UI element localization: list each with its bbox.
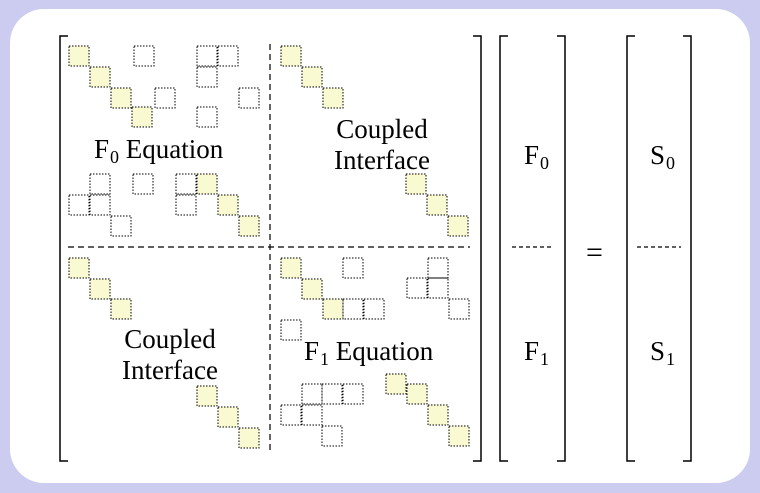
matrix-right-bracket [473, 35, 482, 462]
filled-matrix-cell [89, 278, 111, 300]
empty-matrix-cell [217, 45, 239, 67]
unknown-f1-symbol: F [524, 336, 540, 366]
empty-matrix-cell [427, 257, 449, 279]
f0-symbol: F [94, 134, 110, 164]
unknown-f1-subscript: 1 [540, 349, 550, 369]
filled-matrix-cell [447, 215, 469, 237]
filled-matrix-cell [217, 194, 239, 216]
filled-matrix-cell [110, 298, 132, 320]
unknown-vector-left-bracket [499, 35, 508, 462]
empty-matrix-cell [342, 257, 364, 279]
rhs-s1-symbol: S [650, 336, 666, 366]
filled-matrix-cell [68, 257, 90, 279]
filled-matrix-cell [301, 278, 323, 300]
filled-matrix-cell [301, 66, 323, 88]
empty-matrix-cell [321, 425, 343, 447]
filled-matrix-cell [238, 427, 260, 449]
filled-matrix-cell [280, 45, 302, 67]
unknown-f0-subscript: 0 [540, 153, 550, 173]
empty-matrix-cell [175, 173, 197, 195]
f0-equation-label: F0 Equation [94, 134, 223, 168]
empty-matrix-cell [301, 383, 323, 405]
matrix-left-bracket [59, 35, 68, 462]
empty-matrix-cell [406, 277, 428, 299]
empty-matrix-cell [280, 404, 302, 426]
f1-subscript: 1 [320, 349, 330, 369]
empty-matrix-cell [196, 45, 218, 67]
unknown-vector-right-bracket [557, 35, 566, 462]
equals-sign: = [586, 236, 603, 269]
filled-matrix-cell [448, 425, 470, 447]
empty-matrix-cell [301, 404, 323, 426]
rhs-s0: S0 [650, 140, 675, 174]
empty-matrix-cell [133, 45, 155, 67]
filled-matrix-cell [89, 66, 111, 88]
empty-matrix-cell [132, 173, 154, 195]
empty-matrix-cell [363, 298, 385, 320]
filled-matrix-cell [322, 298, 344, 320]
empty-matrix-cell [175, 194, 197, 216]
coupled-interface-top-line1: Coupled [336, 114, 428, 144]
empty-matrix-cell [238, 87, 260, 109]
filled-matrix-cell [322, 87, 344, 109]
coupled-interface-top-label: Coupled Interface [320, 114, 444, 176]
empty-matrix-cell [448, 298, 470, 320]
filled-matrix-cell [68, 45, 90, 67]
filled-matrix-cell [110, 87, 132, 109]
coupled-interface-bottom-label: Coupled Interface [108, 324, 232, 386]
rhs-s0-symbol: S [650, 140, 666, 170]
filled-matrix-cell [196, 385, 218, 407]
filled-matrix-cell [238, 215, 260, 237]
unknown-f0: F0 [524, 140, 549, 174]
rhs-vector-left-bracket [626, 35, 635, 462]
filled-matrix-cell [405, 173, 427, 195]
f0-subscript: 0 [110, 147, 120, 167]
unknown-f0-symbol: F [524, 140, 540, 170]
filled-matrix-cell [427, 404, 449, 426]
empty-matrix-cell [427, 277, 449, 299]
empty-matrix-cell [342, 298, 364, 320]
filled-matrix-cell [385, 373, 407, 395]
empty-matrix-cell [89, 173, 111, 195]
empty-matrix-cell [321, 383, 343, 405]
rhs-s1-subscript: 1 [666, 349, 676, 369]
filled-matrix-cell [217, 406, 239, 428]
empty-matrix-cell [89, 194, 111, 216]
filled-matrix-cell [280, 257, 302, 279]
f1-symbol: F [304, 336, 320, 366]
empty-matrix-cell [342, 383, 364, 405]
empty-matrix-cell [154, 87, 176, 109]
empty-matrix-cell [196, 66, 218, 88]
empty-matrix-cell [110, 215, 132, 237]
filled-matrix-cell [131, 106, 153, 128]
coupled-interface-top-line2: Interface [334, 145, 430, 176]
filled-matrix-cell [196, 173, 218, 195]
empty-matrix-cell [196, 106, 218, 128]
empty-matrix-cell [280, 319, 302, 341]
coupled-interface-bottom-line2: Interface [122, 355, 218, 386]
empty-matrix-cell [68, 194, 90, 216]
rhs-s1: S1 [650, 336, 675, 370]
unknown-f1: F1 [524, 336, 549, 370]
rhs-s0-subscript: 0 [666, 153, 676, 173]
f0-word: Equation [125, 134, 224, 164]
sparsity-pattern [68, 45, 470, 449]
f1-equation-label: F1 Equation [304, 336, 433, 370]
rhs-vector-right-bracket [683, 35, 692, 462]
filled-matrix-cell [426, 194, 448, 216]
coupled-interface-bottom-line1: Coupled [124, 324, 216, 354]
filled-matrix-cell [406, 383, 428, 405]
f1-word: Equation [335, 336, 434, 366]
